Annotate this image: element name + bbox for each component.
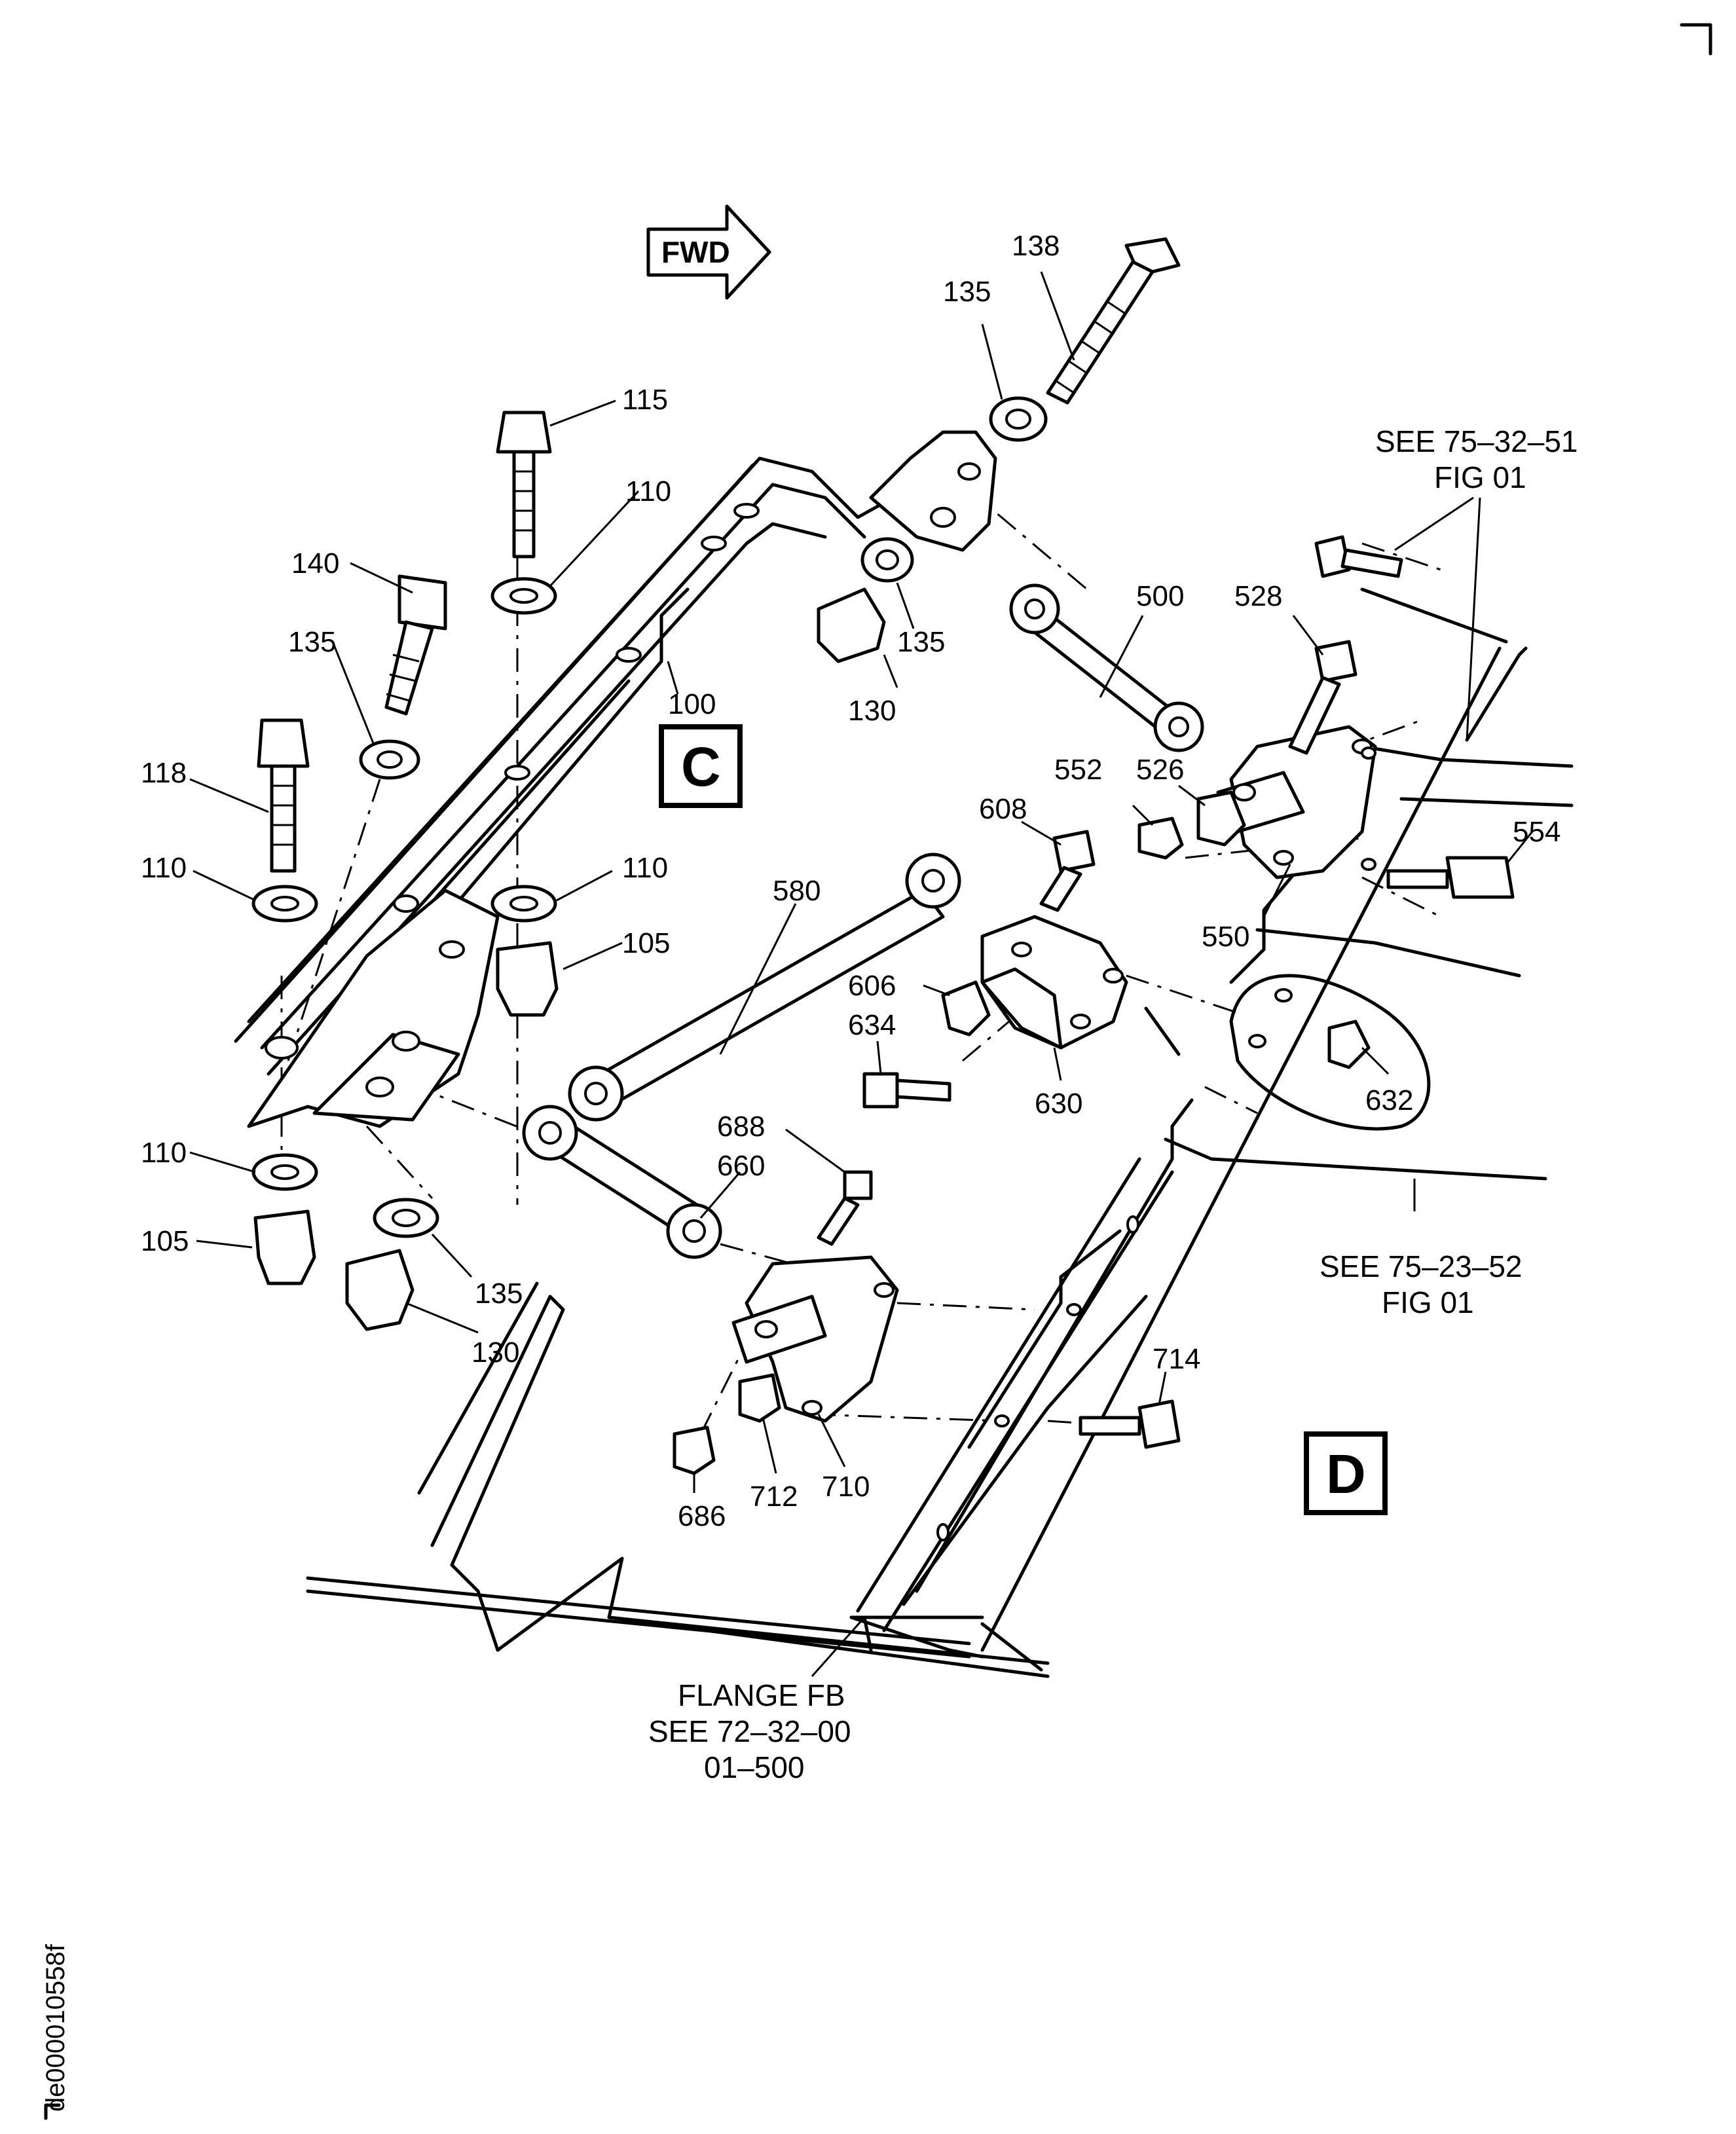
fwd-arrow-label: FWD [661,235,730,269]
view-c-label: C [681,736,721,798]
callout-686: 686 [678,1500,726,1532]
callout-135-top: 135 [943,276,991,308]
ref-75-23-52-line2: FIG 01 [1382,1285,1474,1319]
ref-flange-fb-line3: 01–500 [704,1750,805,1784]
callout-660: 660 [717,1150,765,1182]
leader-lines [189,271,1534,1677]
callout-606: 606 [848,970,896,1002]
callout-500: 500 [1136,580,1184,612]
callout-138: 138 [1012,230,1060,262]
bracket-710 [731,1255,899,1423]
rod-660 [522,1105,722,1259]
callout-688: 688 [717,1111,765,1143]
callout-632: 632 [1365,1084,1413,1116]
callout-105-bottom: 105 [141,1225,189,1257]
bolt-138-icon [1046,237,1181,405]
callout-526: 526 [1136,754,1184,786]
callout-110-top: 110 [625,475,671,507]
callout-115: 115 [622,384,668,416]
corner-crop-mark [1680,23,1712,56]
frame-structure [234,456,1574,1678]
callout-140: 140 [291,547,339,579]
callout-608: 608 [979,793,1027,825]
callout-630: 630 [1035,1088,1082,1120]
part-number-callouts: 138 135 115 110 140 135 100 135 130 118 … [141,230,1561,1532]
ref-flange-fb-line2: SEE 72–32–00 [648,1714,851,1748]
reference-notes: SEE 75–32–51 FIG 01 SEE 75–23–52 FIG 01 … [648,424,1578,1784]
bracket-630 [980,915,1128,1050]
callout-528: 528 [1234,580,1282,612]
ref-75-23-52-line1: SEE 75–23–52 [1320,1249,1523,1283]
detail-oval-632 [1229,974,1431,1131]
callout-135-left: 135 [288,626,336,658]
fwd-arrow: FWD [646,204,771,300]
view-label-d: D [1304,1431,1388,1515]
callout-634: 634 [848,1009,896,1041]
callout-135-center: 135 [897,626,945,658]
callout-130-center: 130 [848,695,896,727]
ref-75-32-51-line2: FIG 01 [1434,460,1526,494]
callout-135-bottom: 135 [475,1278,523,1310]
callout-714: 714 [1153,1343,1200,1375]
callout-580: 580 [773,875,821,907]
callout-118: 118 [141,757,187,789]
callout-710: 710 [822,1471,870,1503]
callout-130-bottom: 130 [471,1336,519,1369]
callout-105-center: 105 [622,927,670,959]
view-d-label: D [1326,1443,1366,1505]
ref-flange-fb-line1: FLANGE FB [678,1678,845,1712]
ref-75-32-51-line1: SEE 75–32–51 [1375,424,1578,458]
callout-110-bottom: 110 [141,1137,187,1169]
callout-712: 712 [750,1481,798,1513]
rod-580 [568,853,961,1122]
callout-110-left: 110 [141,852,187,884]
callout-110-right: 110 [622,852,668,884]
rod-500 [1009,583,1204,752]
fitting-100 [247,430,997,1128]
fasteners [251,237,1515,1541]
drawing-code: de000010558f [41,1943,70,2120]
view-label-c: C [659,724,743,808]
callout-550: 550 [1202,921,1249,953]
callout-552: 552 [1054,754,1102,786]
callout-554: 554 [1513,816,1561,848]
callout-100: 100 [668,688,716,720]
drawing-code-text: de000010558f [41,1943,70,2112]
